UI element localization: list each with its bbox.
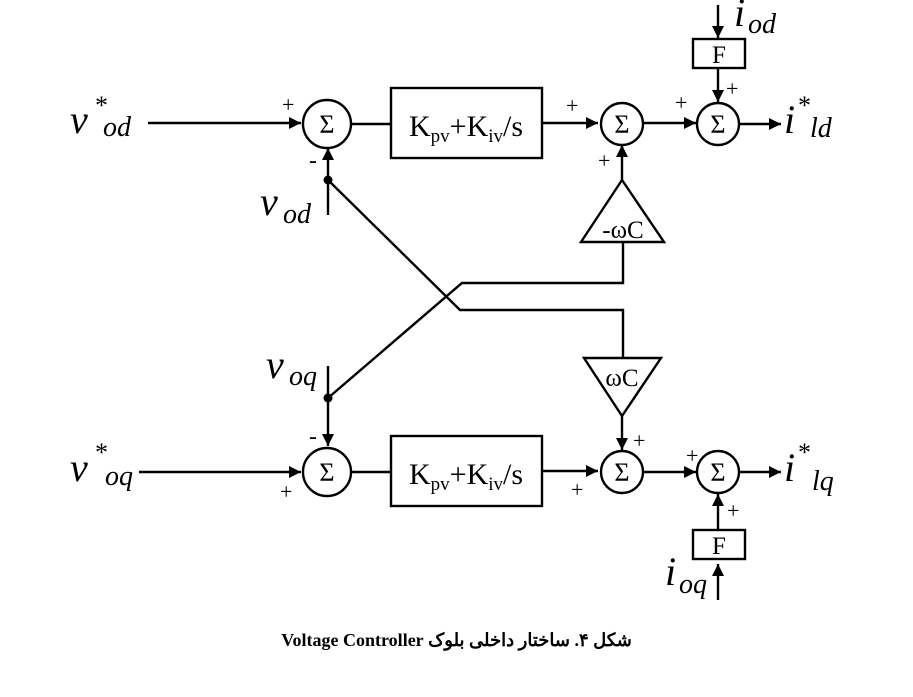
label-i-lq-ref: i * lq <box>784 438 834 497</box>
sign-plus: + <box>675 90 687 115</box>
svg-text:v: v <box>260 179 278 224</box>
svg-text:-ωC: -ωC <box>602 217 643 244</box>
svg-text:Σ: Σ <box>319 110 334 139</box>
svg-text:i: i <box>784 97 795 142</box>
sum-junction-d3: Σ <box>695 101 741 147</box>
sum-junction-d1: Σ <box>301 98 353 150</box>
svg-text:oq: oq <box>679 569 707 600</box>
gain-block-omega-c: ωC <box>581 356 664 419</box>
label-i-oq: i oq <box>665 549 707 600</box>
label-v-od-ref: v * od <box>70 91 132 143</box>
label-i-od: i od <box>734 0 777 40</box>
sign-plus: + <box>726 76 738 101</box>
label-i-ld-ref: i * ld <box>784 91 833 144</box>
filter-block-d: F <box>691 37 747 70</box>
figure-caption: شکل ۴. ساختار داخلی بلوک Voltage Control… <box>281 630 632 650</box>
svg-text:Kpv+Kiv/s: Kpv+Kiv/s <box>409 458 523 495</box>
pi-controller-block-q: Kpv+Kiv/s <box>389 434 544 508</box>
sign-plus: + <box>633 428 645 453</box>
svg-text:i: i <box>665 549 676 594</box>
label-v-oq: v oq <box>266 342 317 392</box>
label-v-od: v od <box>260 179 312 230</box>
svg-text:Σ: Σ <box>710 110 725 139</box>
label-v-oq-ref: v * oq <box>70 438 133 492</box>
sign-plus: + <box>280 479 292 504</box>
svg-text:od: od <box>283 199 312 230</box>
sum-junction-d2: Σ <box>599 101 645 147</box>
sign-plus: + <box>598 148 610 173</box>
sum-junction-q2: Σ <box>599 449 645 495</box>
svg-text:od: od <box>103 112 132 143</box>
sign-plus: + <box>686 443 698 468</box>
svg-text:oq: oq <box>289 361 317 392</box>
sign-minus: - <box>309 148 317 174</box>
svg-text:od: od <box>748 9 777 40</box>
svg-text:*: * <box>798 438 811 467</box>
svg-text:i: i <box>784 445 795 490</box>
sign-plus: + <box>282 92 294 117</box>
svg-text:v: v <box>70 97 88 142</box>
sum-junction-q3: Σ <box>695 449 741 495</box>
svg-text:*: * <box>798 91 811 120</box>
svg-text:F: F <box>712 42 726 69</box>
svg-text:v: v <box>266 342 284 387</box>
wire-v-oq-to-neg-omega-c <box>327 242 625 399</box>
svg-text:v: v <box>70 445 88 490</box>
wire-v-od-to-omega-c <box>327 179 625 357</box>
svg-text:ld: ld <box>810 113 833 144</box>
svg-text:*: * <box>95 91 108 120</box>
sign-minus: - <box>309 424 317 450</box>
svg-text:Σ: Σ <box>614 458 629 487</box>
pi-controller-block-d: Kpv+Kiv/s <box>389 86 544 160</box>
sum-junction-q1: Σ <box>301 446 353 498</box>
svg-text:Σ: Σ <box>710 458 725 487</box>
gain-block-neg-omega-c: -ωC <box>578 177 667 244</box>
sign-plus: + <box>727 498 739 523</box>
junction-dot-v-oq <box>323 393 333 403</box>
svg-text:lq: lq <box>812 466 834 497</box>
svg-text:F: F <box>712 533 726 560</box>
sign-plus: + <box>571 477 583 502</box>
svg-text:oq: oq <box>105 461 133 492</box>
svg-text:*: * <box>95 438 108 467</box>
svg-text:ωC: ωC <box>605 365 638 392</box>
svg-text:i: i <box>734 0 745 35</box>
svg-text:Σ: Σ <box>614 110 629 139</box>
svg-text:Kpv+Kiv/s: Kpv+Kiv/s <box>409 110 523 147</box>
sign-plus: + <box>566 93 578 118</box>
filter-block-q: F <box>691 528 747 561</box>
svg-text:Σ: Σ <box>319 458 334 487</box>
